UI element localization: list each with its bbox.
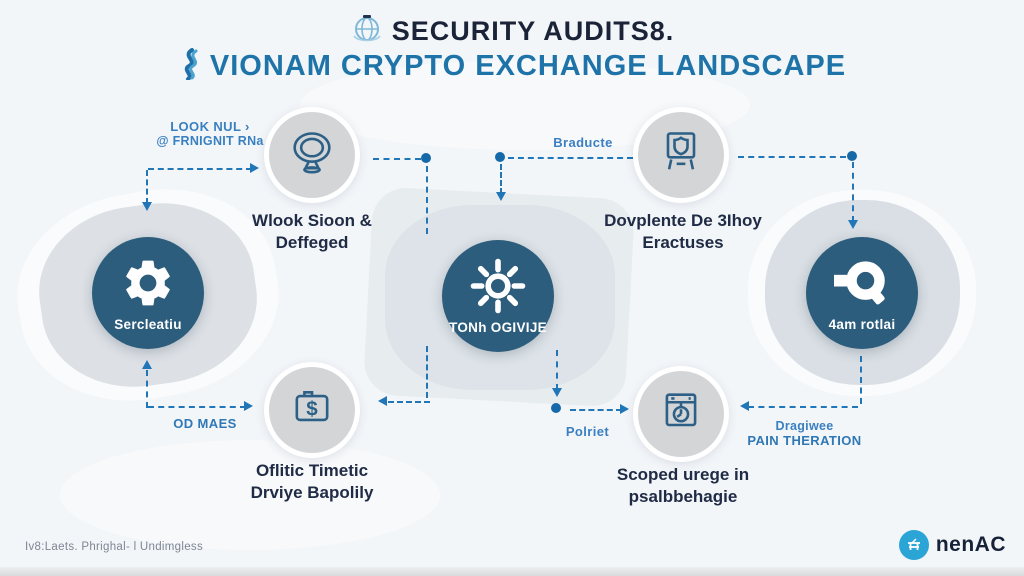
node-sun-label: TONh OGIVIJE [449,319,547,335]
monitor-shield-icon [655,127,707,184]
arrowhead-right [244,401,253,411]
node-calendar [633,366,729,462]
arrowhead-left [740,401,749,411]
arrowhead-right [250,163,259,173]
connector [570,409,622,411]
connector [426,346,428,398]
connector-dot [421,153,431,163]
bridge-icon [898,530,929,560]
connector [738,156,846,158]
annotation-pain: Dragiwee PAIN THERATION [747,419,862,448]
connector [426,166,428,234]
annotation-braducte: Braducte [553,135,613,150]
node-gear-label: Sercleatiu [114,316,182,332]
sun-icon [470,258,526,319]
node-gear: Sercleatiu [92,237,204,349]
connector [388,401,430,403]
connector [148,406,246,408]
arrowhead-down [552,388,562,397]
connector [373,158,421,160]
connector-dot [551,403,561,413]
connector [146,370,148,408]
bottom-strip [0,567,1024,576]
webcam-icon [286,127,338,184]
node-sun: TONh OGIVIJE [442,240,554,352]
node-monitor-label: Dovplente De 3Ihoy Eractuses [604,211,762,253]
annotation-top-left: LOOK NUL › @ FRNIGNIT RNa [156,119,264,148]
annotation-od-maes: OD MAES [173,416,237,431]
arrowhead-down [496,192,506,201]
connector [500,164,502,194]
arrowhead-down [848,220,858,229]
briefcase-dollar-icon: $ [286,382,338,439]
arrowhead-down [142,202,152,211]
arrowhead-up [142,360,152,369]
page-subtitle: VIONAM CRYPTO EXCHANGE LANDSCAPE [209,50,847,82]
connector [748,406,858,408]
node-monitor [633,107,729,203]
arrowhead-left [378,396,387,406]
connector-dot [847,151,857,161]
annotation-polriet: Polriet [565,424,610,439]
connector [148,168,252,170]
arrowhead-right [620,404,629,414]
globe-shield-icon [350,12,384,51]
magnifier-icon [834,255,890,316]
page-title: SECURITY AUDITS8. [391,16,675,46]
connector [860,356,862,404]
ribbon-s-icon [178,48,202,85]
node-briefcase-label: Oflitic Timetic Drviye Bapolily [250,461,374,503]
connector [508,157,633,159]
node-webcam-label: Wlook Sioon & Deffeged [252,211,372,253]
connector-dot [495,152,505,162]
title-row-2: VIONAM CRYPTO EXCHANGE LANDSCAPE [0,48,1024,85]
calendar-clock-icon [655,386,707,443]
title-row-1: SECURITY AUDITS8. [0,12,1024,51]
connector [146,170,148,204]
gear-icon [120,255,176,316]
node-calendar-label: Scoped urege in psalbbehagie [616,465,750,507]
brand-logo-text: nenAC [935,533,1006,556]
node-magnifier: 4am rotlai [806,237,918,349]
connector [556,350,558,390]
footer-note: Iv8:Laets. Phrighal- l Undimgless [25,541,204,553]
connector [852,162,854,222]
node-briefcase: $ [264,362,360,458]
node-magnifier-label: 4am rotlai [828,316,896,332]
dollar-glyph: $ [306,397,318,420]
brand-logo: nenAC [898,530,1006,560]
node-webcam [264,107,360,203]
